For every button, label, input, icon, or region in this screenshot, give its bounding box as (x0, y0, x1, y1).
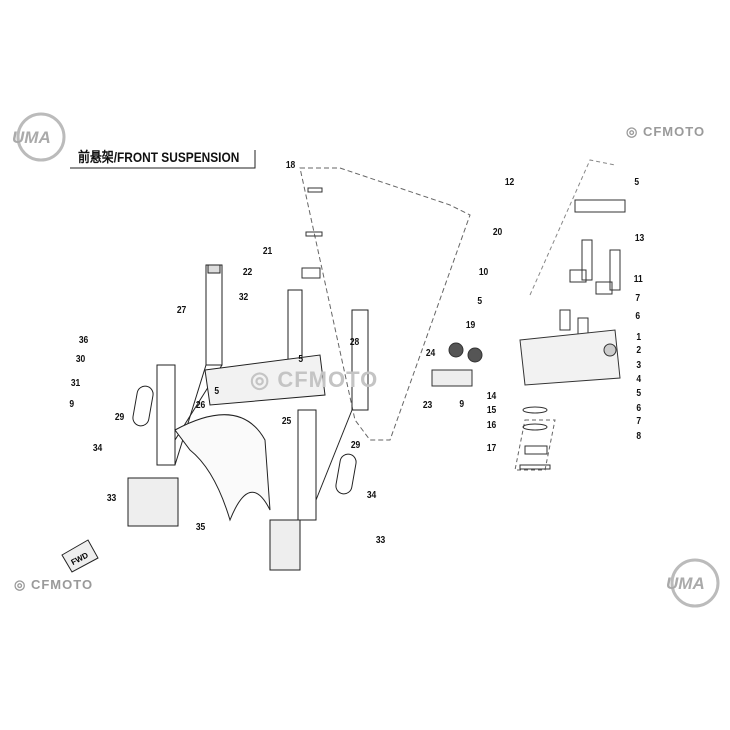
callout-23: 23 (422, 400, 433, 411)
callout-9: 9 (459, 399, 465, 410)
callout-28: 28 (349, 337, 360, 348)
uma-logo-bottom: UMA (666, 556, 722, 610)
callout-29: 29 (114, 412, 125, 423)
callout-13: 13 (634, 233, 645, 244)
uma-logo-text: UMA (12, 128, 51, 147)
watermark: ◎ CFMOTO (250, 367, 379, 392)
callout-32: 32 (238, 292, 249, 303)
callout-1: 1 (636, 332, 642, 343)
callout-6: 6 (636, 403, 642, 414)
callout-4: 4 (636, 374, 642, 385)
callout-15: 15 (486, 405, 497, 416)
callout-20: 20 (492, 227, 503, 238)
callout-21: 21 (262, 246, 273, 257)
callout-36: 36 (78, 335, 89, 346)
callout-8: 8 (636, 431, 642, 442)
callout-5: 5 (214, 386, 220, 397)
callout-9: 9 (69, 399, 75, 410)
watermark-text: CFMOTO (277, 367, 379, 392)
callout-7: 7 (636, 416, 642, 427)
cfmoto-logo-top: ◎ CFMOTO (626, 124, 706, 139)
callout-27: 27 (176, 305, 187, 316)
callout-18: 18 (285, 160, 296, 171)
callout-17: 17 (486, 443, 497, 454)
callout-34: 34 (92, 443, 103, 454)
page-title: 前悬架/FRONT SUSPENSION (78, 149, 240, 165)
uma-logo-text: UMA (666, 574, 705, 593)
callout-16: 16 (486, 420, 497, 431)
callout-11: 11 (633, 274, 643, 285)
uma-logo-top: UMA (12, 110, 68, 164)
callout-5: 5 (298, 354, 304, 365)
callout-14: 14 (486, 391, 497, 402)
cfmoto-logo-bottom: ◎ CFMOTO (14, 577, 94, 592)
callout-12: 12 (504, 177, 515, 188)
callout-3: 3 (636, 360, 642, 371)
callout-33: 33 (106, 493, 117, 504)
cfmoto-logo-text: CFMOTO (30, 577, 94, 592)
callout-31: 31 (70, 378, 81, 389)
callout-26: 26 (195, 400, 206, 411)
callout-5: 5 (636, 388, 642, 399)
callout-10: 10 (478, 267, 489, 278)
callout-6: 6 (635, 311, 641, 322)
cfmoto-logo-text: CFMOTO (642, 124, 706, 139)
callout-5: 5 (634, 177, 640, 188)
callout-2: 2 (636, 345, 642, 356)
callout-30: 30 (75, 354, 86, 365)
callout-5: 5 (477, 296, 483, 307)
callout-7: 7 (635, 293, 641, 304)
callout-35: 35 (195, 522, 206, 533)
callout-24: 24 (425, 348, 436, 359)
callout-29: 29 (350, 440, 361, 451)
callout-19: 19 (465, 320, 476, 331)
callout-22: 22 (242, 267, 253, 278)
callout-33: 33 (375, 535, 386, 546)
callout-25: 25 (281, 416, 292, 427)
callout-34: 34 (366, 490, 377, 501)
